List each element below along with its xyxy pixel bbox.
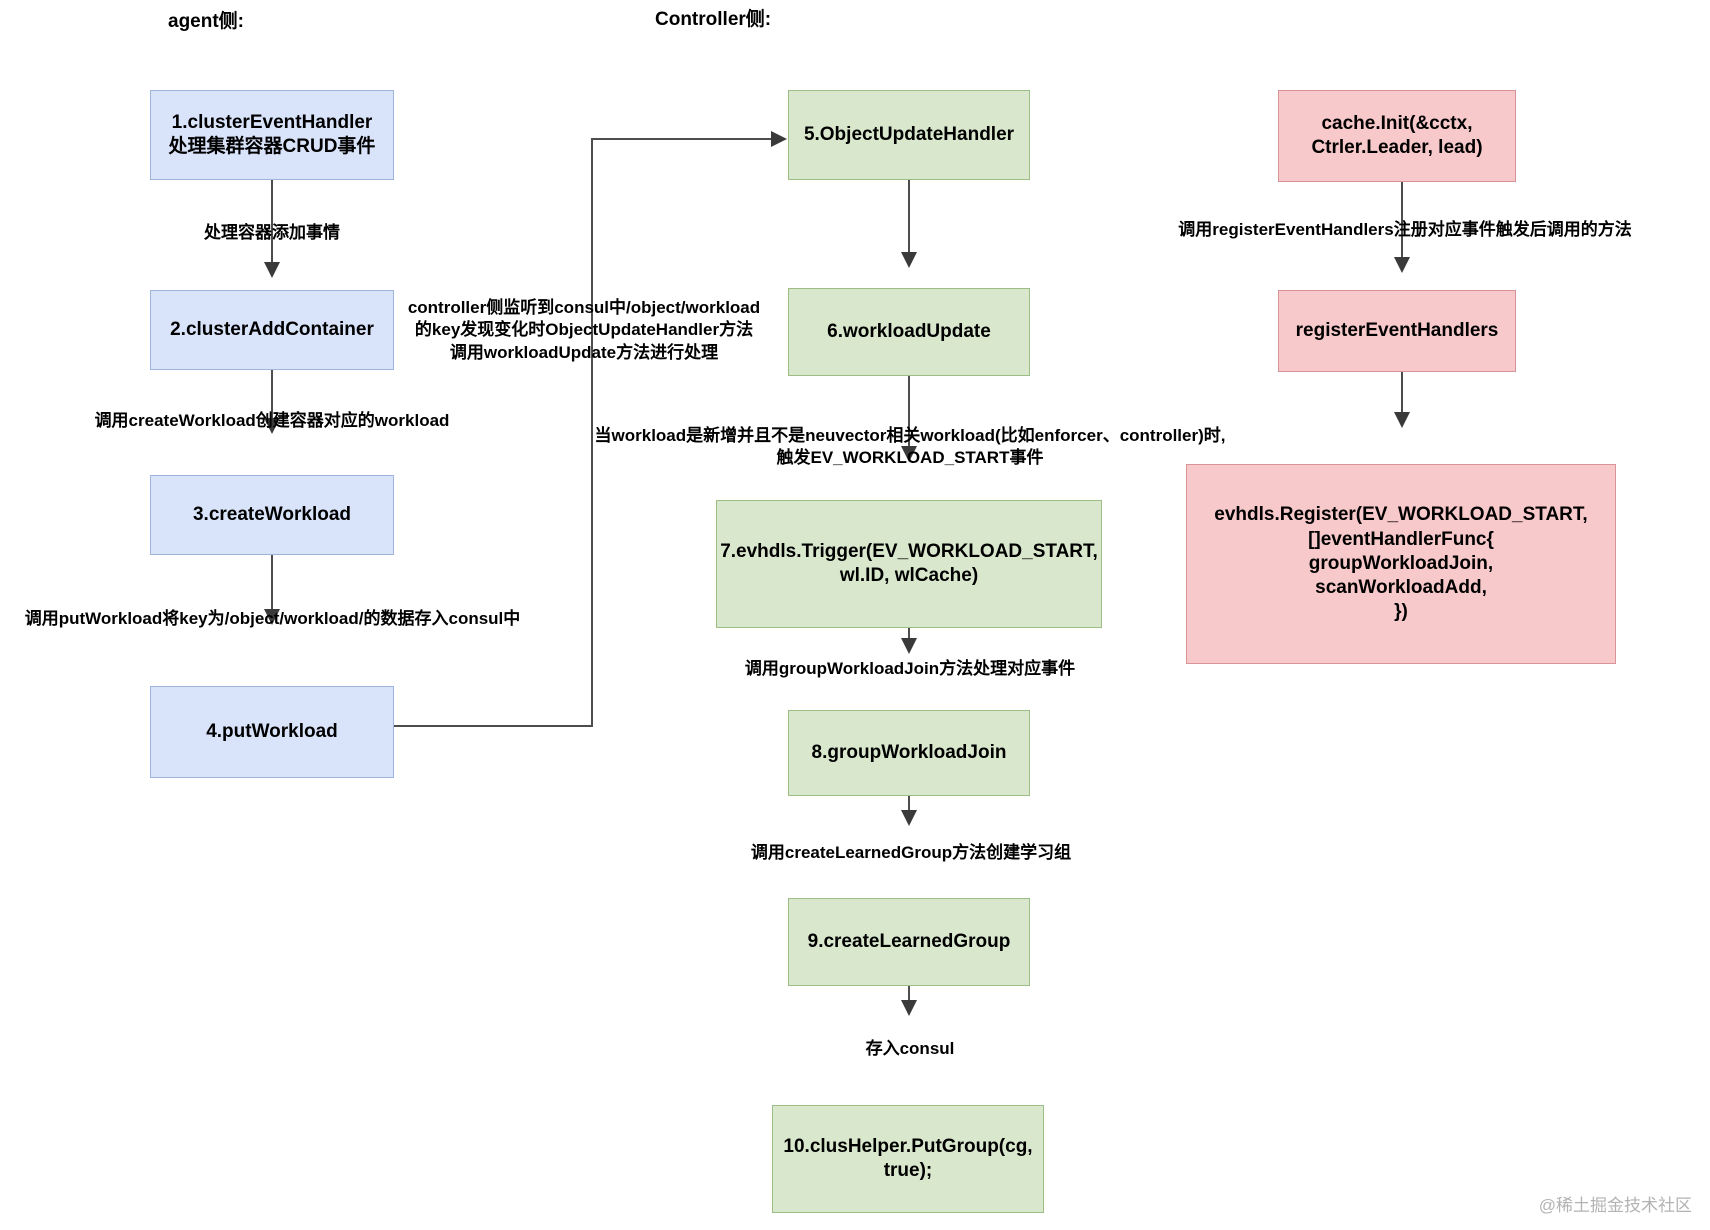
node-create-workload[interactable]: 3.createWorkload <box>150 475 394 555</box>
node-clus-helper-put-group[interactable]: 10.clusHelper.PutGroup(cg, true); <box>772 1105 1044 1213</box>
node-evhdls-register[interactable]: evhdls.Register(EV_WORKLOAD_START, []eve… <box>1186 464 1616 664</box>
edge-label-group-workload-join: 调用groupWorkloadJoin方法处理对应事件 <box>744 659 1076 678</box>
edge-label-container-add: 处理容器添加事情 <box>204 223 340 242</box>
node-evhdls-trigger[interactable]: 7.evhdls.Trigger(EV_WORKLOAD_START, wl.I… <box>716 500 1102 628</box>
edge-label-put-workload-consul: 调用putWorkload将key为/object/workload/的数据存入… <box>24 609 521 628</box>
node-register-event-handlers[interactable]: registerEventHandlers <box>1278 290 1516 372</box>
edge-label-register-event-handlers: 调用registerEventHandlers注册对应事件触发后调用的方法 <box>1178 220 1632 239</box>
edge-label-controller-watch: controller侧监听到consul中/object/workload 的k… <box>407 298 761 362</box>
node-put-workload[interactable]: 4.putWorkload <box>150 686 394 778</box>
node-object-update-handler[interactable]: 5.ObjectUpdateHandler <box>788 90 1030 180</box>
node-cluster-event-handler[interactable]: 1.clusterEventHandler 处理集群容器CRUD事件 <box>150 90 394 180</box>
watermark: @稀土掘金技术社区 <box>1538 1196 1692 1215</box>
column-title-agent: agent侧: <box>168 11 245 32</box>
node-workload-update[interactable]: 6.workloadUpdate <box>788 288 1030 376</box>
edge-label-create-learned-group: 调用createLearnedGroup方法创建学习组 <box>750 843 1072 862</box>
node-create-learned-group[interactable]: 9.createLearnedGroup <box>788 898 1030 986</box>
node-cluster-add-container[interactable]: 2.clusterAddContainer <box>150 290 394 370</box>
node-cache-init[interactable]: cache.Init(&cctx, Ctrler.Leader, lead) <box>1278 90 1516 182</box>
edge-label-workload-start-trigger: 当workload是新增并且不是neuvector相关workload(比如en… <box>594 426 1226 468</box>
column-title-controller: Controller侧: <box>655 9 772 30</box>
edge-label-store-consul: 存入consul <box>865 1039 955 1058</box>
node-group-workload-join[interactable]: 8.groupWorkloadJoin <box>788 710 1030 796</box>
edge-label-create-workload: 调用createWorkload创建容器对应的workload <box>94 411 450 430</box>
